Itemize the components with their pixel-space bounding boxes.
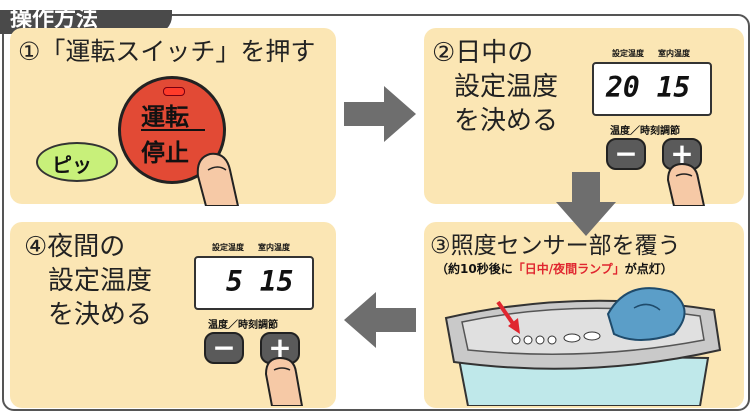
note-highlight: 「日中/夜間ランプ」 bbox=[512, 262, 625, 276]
power-indicator-lamp bbox=[163, 87, 185, 96]
lcd-label-set-temp: 設定温度 bbox=[612, 49, 644, 58]
step-2-panel: ②日中の 設定温度 を決める 設定温度 室内温度 20 15 温度／時刻調節 −… bbox=[424, 28, 744, 206]
lcd-value: 20 15 bbox=[606, 71, 691, 104]
minus-button: − bbox=[204, 332, 244, 364]
step-4-title-line2: 設定温度 bbox=[48, 266, 153, 296]
control-dots bbox=[511, 331, 601, 345]
step-3-title: ③照度センサー部を覆う bbox=[430, 233, 681, 259]
lcd-label-set-temp: 設定温度 bbox=[212, 243, 244, 252]
finger-press-icon bbox=[666, 162, 706, 206]
step-2-title-line2: 設定温度 bbox=[454, 72, 559, 102]
beep-text: ピッ bbox=[52, 153, 92, 177]
lcd-label-room-temp: 室内温度 bbox=[258, 243, 290, 252]
beep-bubble: ピッ bbox=[36, 142, 118, 182]
power-button-label-bottom: 停止 bbox=[141, 139, 189, 167]
adjust-label: 温度／時刻調節 bbox=[610, 126, 680, 137]
adjust-label: 温度／時刻調節 bbox=[208, 320, 278, 331]
lcd-label-room-temp: 室内温度 bbox=[658, 49, 690, 58]
step-4-panel: ④夜間の 設定温度 を決める 設定温度 室内温度 5 15 温度／時刻調節 − … bbox=[10, 222, 336, 408]
step-2-title-line1: ②日中の bbox=[432, 38, 534, 68]
arrow-down-icon bbox=[556, 172, 616, 236]
instructions-frame: 操作方法 ①「運転スイッチ」を押す 運転 停止 ピッ ②日中の 設定温度 を決め… bbox=[0, 10, 750, 411]
lcd-display: 5 15 bbox=[194, 256, 314, 310]
step-3-panel: ③照度センサー部を覆う （約10秒後に「日中/夜間ランプ」が点灯） bbox=[424, 222, 744, 408]
step-4-title-line3: を決める bbox=[48, 300, 153, 330]
power-button-label-top: 運転 bbox=[141, 103, 189, 131]
step-2-title-line3: を決める bbox=[454, 106, 559, 136]
step-1-panel: ①「運転スイッチ」を押す 運転 停止 ピッ bbox=[10, 28, 336, 206]
power-button-divider bbox=[141, 129, 205, 131]
lcd-display: 20 15 bbox=[592, 62, 712, 116]
note-prefix: （約10秒後に bbox=[436, 262, 513, 276]
step-3-note: （約10秒後に「日中/夜間ランプ」が点灯） bbox=[436, 260, 673, 277]
note-suffix: が点灯） bbox=[624, 262, 673, 276]
section-title: 操作方法 bbox=[10, 10, 99, 32]
step-1-title: ①「運転スイッチ」を押す bbox=[18, 37, 316, 66]
arrow-right-icon bbox=[344, 86, 416, 142]
power-switch-button: 運転 停止 bbox=[118, 76, 226, 184]
finger-press-icon bbox=[264, 356, 304, 406]
arrow-left-icon bbox=[344, 292, 416, 348]
lcd-value: 5 15 bbox=[226, 265, 294, 298]
step-4-title-line1: ④夜間の bbox=[24, 232, 126, 262]
minus-button: − bbox=[606, 138, 646, 170]
heater-device-illustration bbox=[444, 287, 722, 406]
finger-press-icon bbox=[196, 152, 240, 206]
